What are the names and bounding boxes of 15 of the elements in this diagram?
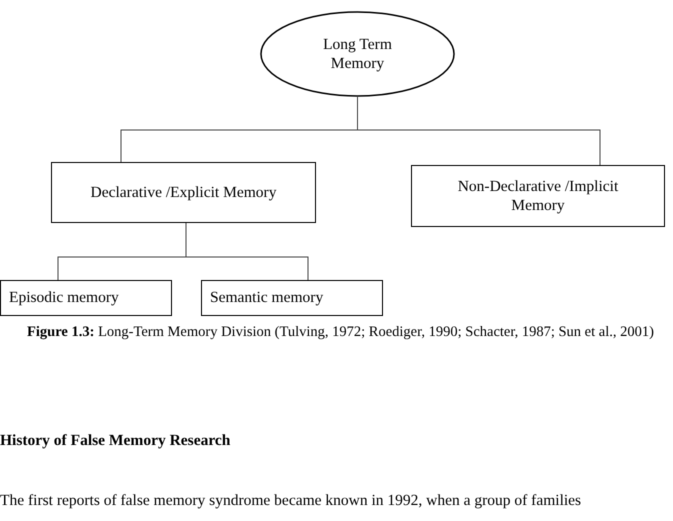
figure-caption: Figure 1.3: Long-Term Memory Division (Tulving, 1972; Roediger, 1990; Schacter, 1987; Sun et al., 2001) xyxy=(26,323,655,342)
process-box xyxy=(51,162,316,223)
node-text: Non-Declarative /Implicit Memory xyxy=(456,176,620,216)
connector-line xyxy=(186,222,308,280)
process-box xyxy=(0,280,172,316)
node-text: Long Term Memory xyxy=(322,34,393,74)
body-text: The first reports of false memory syndrome became known in 1992, when a group of families xyxy=(0,492,582,510)
node-text: Episodic memory xyxy=(9,288,119,308)
node-text: Semantic memory xyxy=(210,288,324,308)
connector-line xyxy=(357,96,600,166)
process-box xyxy=(411,165,665,227)
section-heading: History of False Memory Research xyxy=(0,432,230,450)
node-text: Declarative /Explicit Memory xyxy=(90,182,276,202)
process-box xyxy=(201,280,383,316)
ellipse-node xyxy=(260,11,455,97)
